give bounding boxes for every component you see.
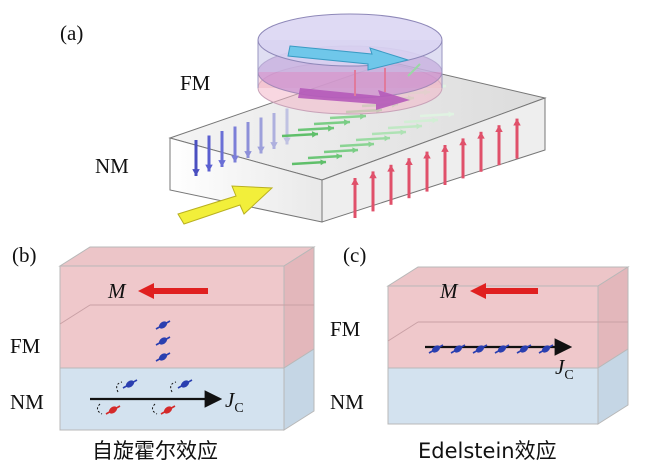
interface-spin (428, 344, 444, 354)
panel-c-j-symbol: J (555, 355, 566, 379)
spin-up-arrow (495, 125, 503, 166)
panel-b: (b) M JC FM NM 自旋霍尔效应 (10, 243, 316, 463)
panel-b-fm-side (283, 246, 315, 369)
spin-up-arrow (459, 138, 467, 179)
transverse-spin-arrow (297, 125, 335, 132)
panel-b-fm-top (58, 246, 316, 267)
fm-spin (155, 352, 171, 362)
transverse-spin-arrow (329, 113, 367, 120)
panel-b-j-subscript: C (234, 401, 243, 416)
panel-a: (a) (60, 13, 547, 225)
panel-c-nm-label: NM (330, 390, 364, 414)
panel-b-m-label: M (107, 279, 127, 303)
deflection-curve (170, 381, 177, 393)
panel-c-fm-top (386, 266, 630, 287)
transverse-spin-arrow (313, 119, 351, 126)
panel-a-fm-label: FM (180, 71, 211, 95)
spin-up-arrow (405, 158, 413, 199)
panel-c: (c) M JC FM NM Edelstein效应 (330, 243, 630, 463)
transverse-spin-arrow (339, 141, 375, 148)
transverse-spin-arrow (387, 123, 423, 130)
panel-b-fm-label: FM (10, 334, 41, 358)
transverse-spin-arrow (323, 147, 359, 154)
panel-b-layer-box (58, 246, 316, 431)
panel-c-fm-label: FM (330, 317, 361, 341)
panel-c-label: (c) (343, 243, 366, 267)
slab-side-face (321, 97, 546, 223)
transverse-spin-arrow (419, 111, 455, 118)
panel-c-m-label: M (439, 279, 459, 303)
spin-down-arrow (218, 131, 226, 167)
panel-b-fm-spins (155, 320, 171, 362)
panel-c-magnetization-arrow (470, 283, 538, 299)
interface-spin (494, 344, 510, 354)
transverse-spin-arrow (307, 153, 343, 160)
panel-c-caption: Edelstein效应 (418, 439, 557, 463)
panel-b-nm-side (283, 348, 315, 431)
panel-b-j-symbol: J (225, 388, 236, 412)
spin-down-arrow (231, 126, 239, 163)
spin-up-arrow (369, 171, 377, 212)
panel-c-layer-box (386, 266, 630, 425)
panel-b-caption: 自旋霍尔效应 (92, 439, 218, 463)
deflection-curve (151, 403, 158, 415)
fm-disk (257, 13, 443, 115)
interface-spin (472, 344, 488, 354)
panel-c-nm-front (387, 367, 599, 425)
spin-up-arrow (441, 145, 449, 185)
panel-c-j-label: JC (555, 355, 574, 383)
panel-b-nm-spins (96, 379, 193, 415)
panel-c-interface-spins (428, 344, 554, 354)
spin-down-arrow (283, 108, 291, 145)
interface-spin (516, 344, 532, 354)
nm-spin-up (122, 379, 138, 389)
interface-spin (538, 344, 554, 354)
deflection-curve (96, 403, 103, 415)
spin-up-arrow (351, 178, 359, 218)
spin-down-arrow (244, 122, 252, 158)
panel-b-fm-front (59, 265, 285, 369)
deflection-curve (116, 381, 123, 393)
panel-a-label: (a) (60, 21, 83, 45)
fm-spin (155, 336, 171, 346)
charge-current-arrow (177, 185, 274, 225)
interface-spin (450, 344, 466, 354)
nm-spin-down (160, 405, 176, 415)
panel-c-j-subscript: C (564, 368, 573, 383)
panel-c-nm-side (597, 348, 629, 425)
transverse-spin-arrow (281, 131, 319, 138)
transverse-spin-arrow (355, 135, 391, 142)
transverse-spin-arrow (291, 159, 327, 166)
spin-up-arrow (477, 131, 485, 172)
spin-up-arrow (513, 118, 521, 159)
transverse-spin-arrow (371, 129, 407, 136)
spin-down-arrows (192, 108, 291, 176)
magnetization-arrow-cyan (287, 45, 410, 71)
spin-down-arrow (205, 135, 213, 172)
panel-b-nm-label: NM (10, 390, 44, 414)
spin-down-arrow (257, 117, 265, 154)
spin-down-arrow (270, 113, 278, 149)
panel-a-nm-label: NM (95, 154, 129, 178)
fm-spin (155, 320, 171, 330)
nm-spin-down (105, 405, 121, 415)
spin-down-arrow (192, 140, 200, 176)
magnetization-arrow-magenta (298, 88, 410, 110)
panel-b-j-label: JC (225, 388, 244, 416)
panel-b-label: (b) (12, 243, 37, 267)
spin-up-arrow (387, 164, 395, 205)
spin-up-arrows (351, 118, 521, 218)
nm-spin-up (177, 379, 193, 389)
spin-up-arrow (423, 151, 431, 192)
transverse-spin-arrow (403, 117, 439, 124)
panel-c-fm-front (387, 285, 599, 369)
panel-b-magnetization-arrow (138, 283, 208, 299)
